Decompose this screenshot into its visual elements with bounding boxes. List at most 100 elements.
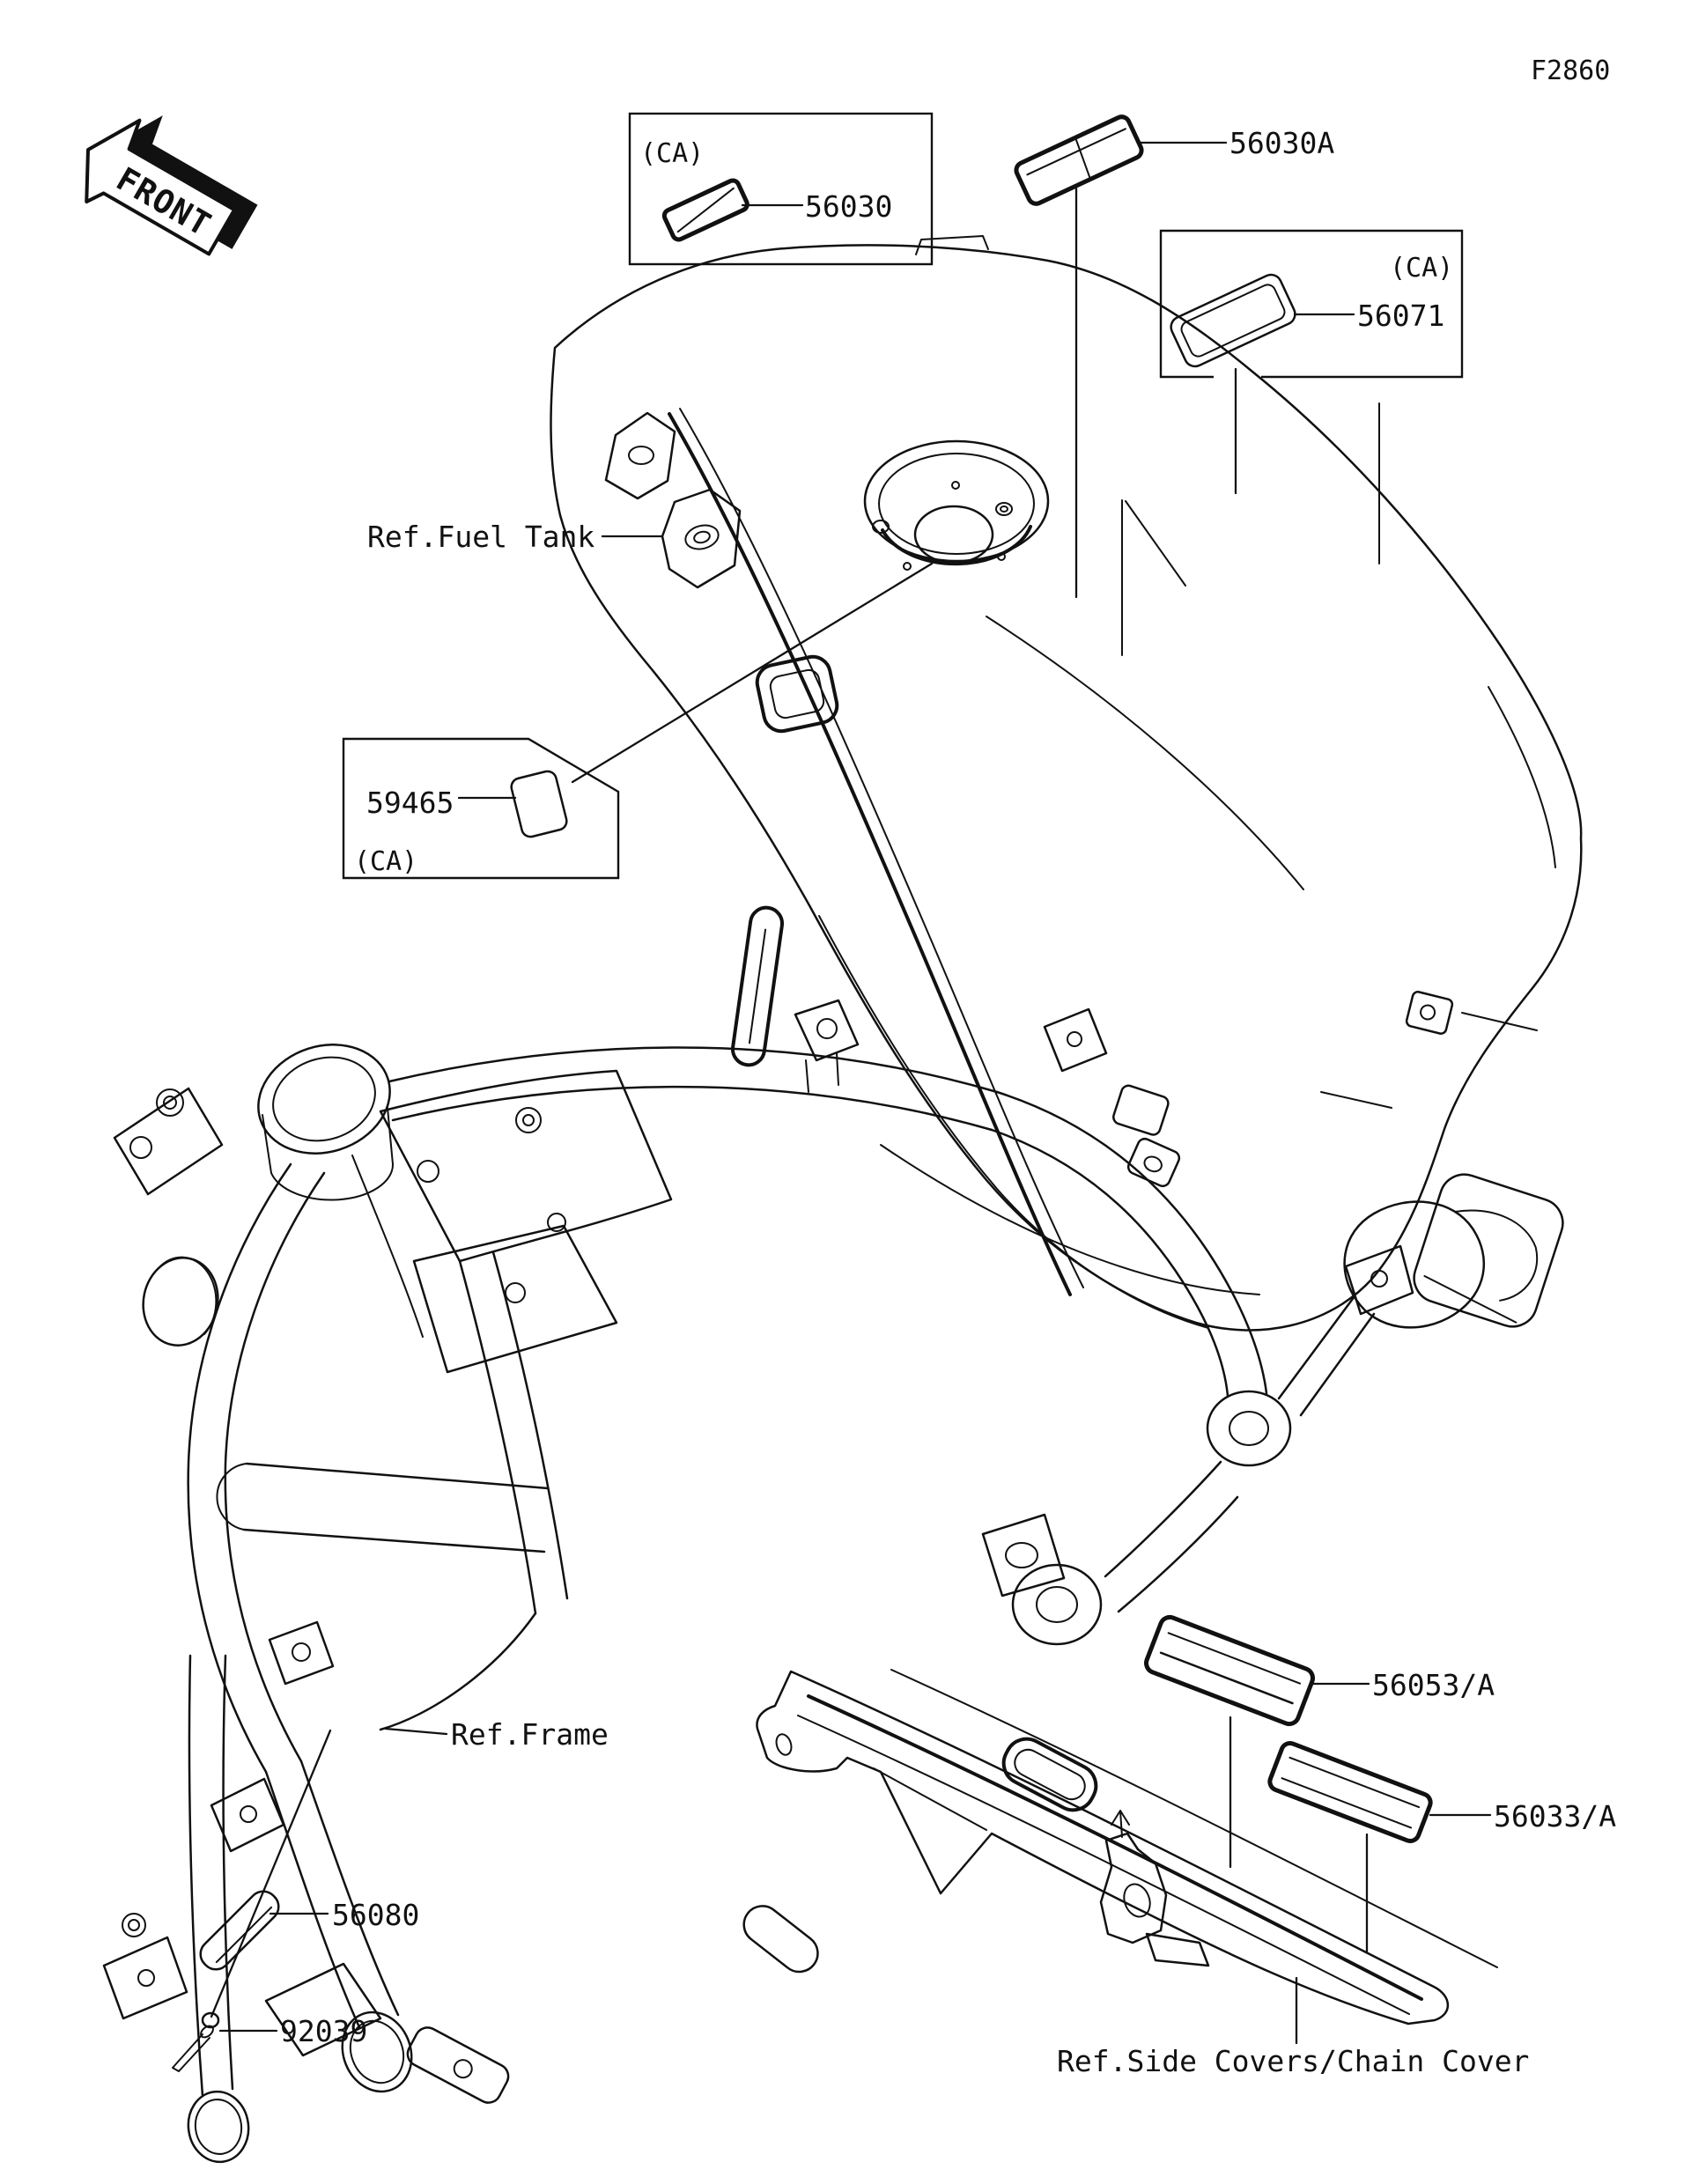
label-glyph-56071 — [1170, 273, 1296, 368]
frame-bushing-2 — [1011, 1563, 1103, 1646]
leader-59465-arrow — [571, 562, 934, 784]
frame-top-bracket-stem — [805, 1052, 839, 1093]
callout-59465-region-note: (CA) — [354, 846, 417, 877]
part-number-56030a[interactable]: 56030A — [1229, 126, 1334, 160]
chain-cover-bracket-foot — [1145, 1932, 1210, 1967]
frame-seat-tab — [1043, 1007, 1108, 1073]
part-number-59465[interactable]: 59465 — [366, 786, 454, 820]
chain-cover-bracket — [1099, 1832, 1168, 1944]
frame-lower-tube-b — [188, 1654, 204, 2098]
frame-drawing — [102, 999, 1414, 2164]
frame-gusset-plate — [379, 1069, 673, 1263]
tank-rear-line-2 — [1461, 1012, 1538, 1031]
part-number-56030[interactable]: 56030 — [805, 189, 892, 224]
ref-frame: Ref.Frame — [384, 1717, 609, 1752]
frame-mid-tab — [210, 1777, 285, 1853]
ref-fuel-tank: Ref.Fuel Tank — [367, 520, 664, 554]
frame-cradle-b — [299, 1760, 400, 2017]
fuel-cap-flange-inner — [878, 453, 1035, 555]
tank-crease-3 — [880, 1144, 1260, 1295]
frame-left-hole-1b — [128, 1919, 140, 1931]
chain-cover-rib-b — [797, 1715, 1410, 2015]
tank-bracket-front-hole-inner — [693, 530, 711, 544]
frame-stay-r2 — [1299, 1312, 1376, 1417]
tank-rubber-damper — [1343, 1200, 1486, 1329]
fuel-cap-inner — [913, 505, 994, 564]
frame-front-tab — [113, 1087, 224, 1196]
ref-fuel-tank-label: Ref.Fuel Tank — [367, 520, 594, 554]
chain-cover-bracket-hole — [1123, 1883, 1151, 1918]
part-number-56033[interactable]: 56033/A — [1494, 1799, 1616, 1834]
frame-foot-peg — [742, 1905, 819, 1974]
chain-cover-tab-hole — [775, 1733, 793, 1756]
frame-gusset-hole-1 — [515, 1107, 542, 1133]
rivet-shaft — [172, 2033, 210, 2072]
frame-mount-bracket — [981, 1513, 1066, 1597]
fuel-cap-screw-1b — [1000, 505, 1008, 513]
tank-label-mark-diag — [1125, 500, 1186, 587]
frame-head-wall-l — [262, 1114, 272, 1174]
fuel-tank-drawing — [550, 235, 1583, 1332]
fuel-cap-dot-1 — [951, 481, 960, 490]
label-glyph-59465 — [510, 770, 568, 838]
tank-bracket-upper — [604, 411, 676, 500]
frame-rear-upper-tab — [1344, 1244, 1414, 1316]
frame-rear-tube-a — [995, 1090, 1268, 1395]
rivet-head — [201, 2011, 220, 2029]
chain-cover-clip — [1111, 1810, 1130, 1838]
frame-head-base — [270, 1163, 395, 1201]
part-number-56071[interactable]: 56071 — [1357, 299, 1444, 333]
part-number-56053[interactable]: 56053/A — [1372, 1668, 1495, 1702]
tank-strap-slot — [730, 905, 785, 1067]
frame-bushing-1 — [1206, 1390, 1292, 1467]
frame-down-tube-a — [187, 1162, 292, 1774]
frame-front-tab-hole-inner — [163, 1096, 177, 1110]
callout-box-56030-border — [628, 112, 934, 266]
frame-front-boss — [142, 1257, 219, 1347]
callout-box-56071-border — [1159, 229, 1464, 379]
front-arrow: FRONT — [85, 115, 258, 256]
callout-56071-region-note: (CA) — [1390, 253, 1453, 284]
frame-cross-tube-cap — [216, 1463, 247, 1531]
frame-small-tab-hole — [292, 1642, 311, 1662]
part-number-92039[interactable]: 92039 — [280, 2014, 367, 2048]
fuel-cap-dot-2 — [903, 562, 912, 571]
frame-gusset-hole-2 — [417, 1160, 439, 1183]
label-glyph-56030a — [1014, 114, 1144, 206]
frame-top-bracket-hole — [816, 1018, 838, 1039]
tank-groove-b — [679, 408, 1084, 1288]
frame-tube-end-2-bore — [194, 2099, 243, 2155]
part-number-56080[interactable]: 56080 — [332, 1898, 419, 1932]
tank-bracket-front — [661, 488, 742, 589]
fuel-cap-rim-accent — [881, 525, 1032, 566]
frame-stay-r1 — [1277, 1295, 1356, 1400]
callout-56053: 56053/A — [1143, 1614, 1495, 1869]
frame-cross-tube — [242, 1462, 550, 1553]
tank-outline — [550, 244, 1583, 1332]
callout-56080: 56080 — [199, 1729, 419, 2018]
leader-56080-diagonal — [210, 1729, 332, 2018]
frame-inner-tube-b — [491, 1251, 569, 1600]
tank-side-pad — [755, 654, 839, 734]
frame-left-tab-hole — [137, 1969, 155, 1987]
fuel-cap-screw-1 — [995, 502, 1013, 516]
frame-stay-lower-b — [1117, 1495, 1239, 1613]
frame-cradle-a — [264, 1770, 361, 2029]
label-glyph-56030 — [661, 178, 750, 242]
tank-crease-1 — [986, 616, 1304, 890]
frame-small-tab — [268, 1620, 335, 1686]
front-arrow-face — [85, 118, 237, 256]
fuel-cap-dot-3 — [997, 552, 1006, 561]
tank-bottom-bracket-2 — [1126, 1137, 1181, 1188]
frame-seat-tab-hole — [1067, 1031, 1082, 1047]
label-glyph-56080 — [199, 1890, 280, 1971]
callout-box-59465: 59465 (CA) — [342, 562, 934, 880]
frame-gusset-hole-3 — [547, 1213, 566, 1232]
frame-head-wall-r — [387, 1107, 394, 1165]
frame-tube-end-1 — [341, 2011, 413, 2093]
frame-mid-tab-hole — [240, 1805, 257, 1823]
frame-inner-tube-a — [458, 1259, 537, 1615]
fuel-cap-screw-2 — [872, 520, 890, 534]
ref-side-covers: Ref.Side Covers/Chain Cover — [1057, 1976, 1529, 2078]
